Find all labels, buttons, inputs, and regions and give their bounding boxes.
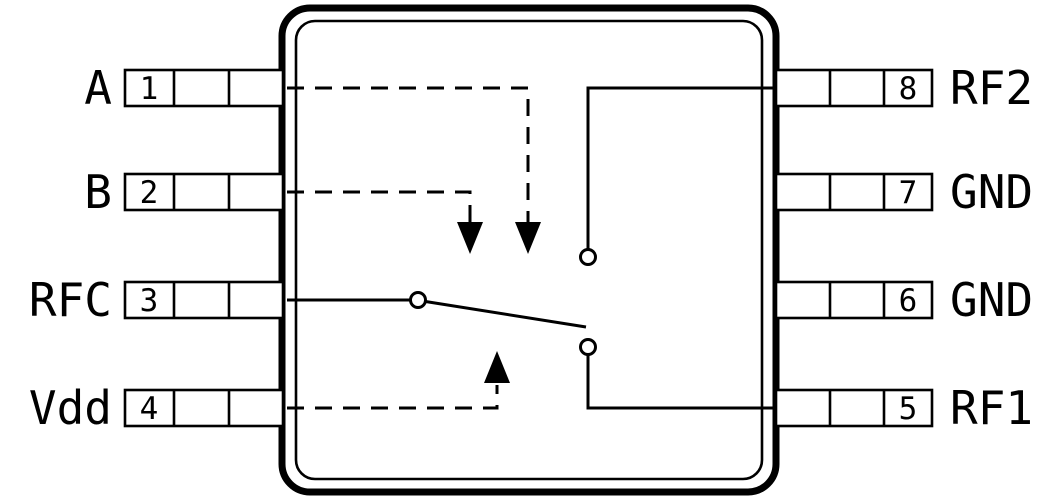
switch-arm xyxy=(425,300,587,329)
pin-3-box xyxy=(123,280,285,320)
pin-lead-5: 5 xyxy=(774,388,934,428)
pin-label-rfc: RFC xyxy=(29,273,112,327)
pin-6-number: 6 xyxy=(899,283,918,319)
package-outline-inner xyxy=(294,19,764,481)
pin-8-box xyxy=(774,68,934,108)
control-wire-b xyxy=(287,190,472,222)
pin-lead-1: 1 xyxy=(123,68,285,108)
pin-label-rf1: RF1 xyxy=(950,381,1033,435)
pin-label-rf2: RF2 xyxy=(950,61,1033,115)
pin-4-number: 4 xyxy=(140,391,159,427)
rf2-contact-circle xyxy=(579,248,597,266)
pin-4-box xyxy=(123,388,285,428)
pin-label-vdd: Vdd xyxy=(29,381,112,435)
rf1-contact-circle xyxy=(579,338,597,356)
pin-5-box xyxy=(774,388,934,428)
pin-label-gnd6: GND xyxy=(950,273,1033,327)
pin-8-number: 8 xyxy=(899,71,918,107)
pin-5-number: 5 xyxy=(899,391,918,427)
package-outline-outer xyxy=(278,4,780,496)
control-wire-vdd xyxy=(287,385,499,410)
pin-lead-2: 2 xyxy=(123,172,285,212)
pin-3-number: 3 xyxy=(140,283,159,319)
pin-lead-8: 8 xyxy=(774,68,934,108)
pin-lead-3: 3 xyxy=(123,280,285,320)
pin-7-box xyxy=(774,172,934,212)
rf1-wire xyxy=(586,355,773,410)
pin-6-box xyxy=(774,280,934,320)
pin-label-gnd7: GND xyxy=(950,165,1033,219)
arrow-up-vdd-icon xyxy=(484,351,510,383)
pin-lead-6: 6 xyxy=(774,280,934,320)
pin-2-number: 2 xyxy=(140,175,159,211)
rf2-wire xyxy=(586,86,773,249)
rfc-pivot-circle xyxy=(409,291,427,309)
pin-label-a: A xyxy=(84,61,112,115)
pin-2-box xyxy=(123,172,285,212)
arrow-down-b-icon xyxy=(457,222,483,254)
pin-lead-4: 4 xyxy=(123,388,285,428)
arrow-down-a-icon xyxy=(515,222,541,254)
pin-1-box xyxy=(123,68,285,108)
pin-label-b: B xyxy=(84,165,112,219)
pin-1-number: 1 xyxy=(140,71,159,107)
control-wire-a xyxy=(287,86,530,222)
pin-lead-7: 7 xyxy=(774,172,934,212)
pin-7-number: 7 xyxy=(899,175,918,211)
